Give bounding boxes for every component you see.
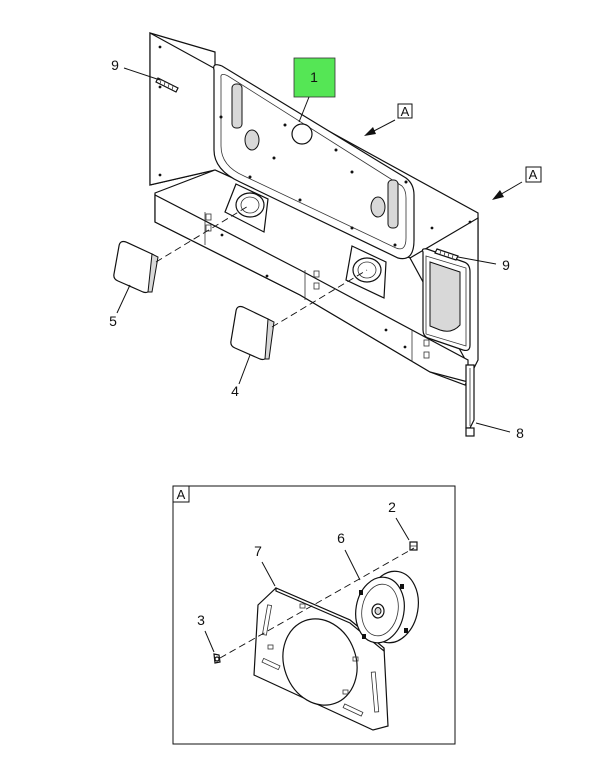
assembly-line-detail [219, 547, 415, 659]
callout-9-left[interactable]: 9 [111, 57, 161, 81]
svg-text:6: 6 [337, 530, 345, 546]
view-ref-a1: A [401, 104, 410, 119]
speaker-opening-left [224, 183, 269, 233]
view-ref-a2: A [529, 167, 538, 182]
svg-text:2: 2 [388, 499, 396, 515]
speaker [355, 570, 419, 644]
mounting-plate [253, 587, 389, 731]
svg-text:1: 1 [310, 69, 318, 85]
stud-right [434, 248, 459, 261]
svg-text:7: 7 [254, 543, 262, 559]
svg-text:4: 4 [231, 383, 239, 399]
callout-5[interactable]: 5 [109, 284, 131, 329]
callout-9-right[interactable]: 9 [457, 256, 510, 273]
view-arrow-a1: A [364, 103, 413, 136]
svg-text:9: 9 [502, 257, 510, 273]
callout-4[interactable]: 4 [231, 354, 251, 399]
view-arrow-a2: A [492, 166, 542, 200]
callout-6[interactable]: 6 [337, 530, 361, 581]
svg-text:5: 5 [109, 313, 117, 329]
speaker-grille-4 [230, 305, 275, 361]
assembly-line-4 [271, 269, 368, 328]
callout-2[interactable]: 2 [388, 499, 410, 541]
wire-harness [465, 364, 475, 437]
detail-label-a: A [177, 487, 186, 502]
svg-text:9: 9 [111, 57, 119, 73]
screw-3 [213, 653, 221, 664]
callout-1[interactable]: 1 [293, 57, 336, 123]
speaker-grille-5 [113, 240, 159, 294]
svg-text:3: 3 [197, 612, 205, 628]
svg-text:8: 8 [516, 425, 524, 441]
callout-3[interactable]: 3 [197, 612, 215, 653]
callout-7[interactable]: 7 [254, 543, 276, 587]
detail-view-a: A [172, 485, 456, 745]
callout-1-highlight [293, 57, 336, 98]
callout-8[interactable]: 8 [475, 422, 524, 441]
stud-upper-left [155, 77, 179, 93]
assembly-line-5 [155, 204, 251, 263]
side-window-frame [421, 248, 471, 352]
nut-2 [409, 541, 418, 551]
